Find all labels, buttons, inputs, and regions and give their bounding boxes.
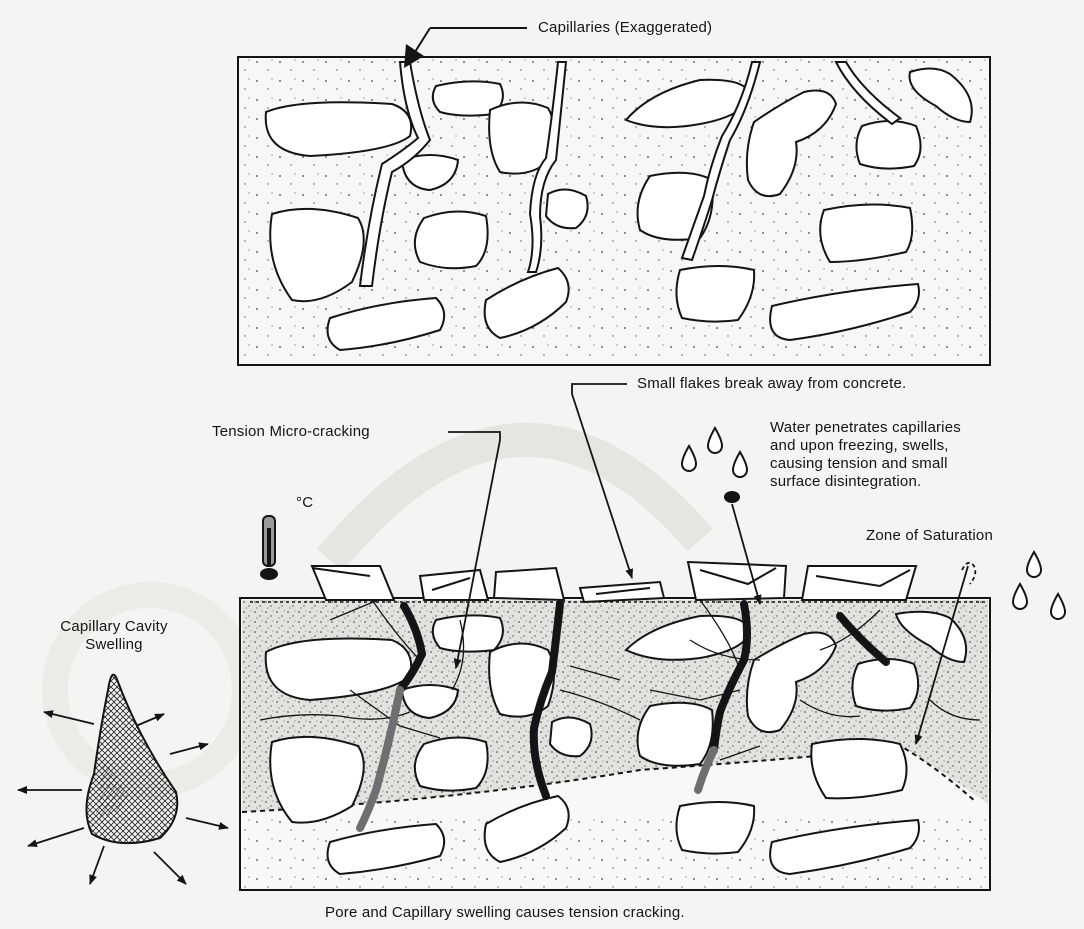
small-flakes-label: Small flakes break away from concrete. (637, 375, 906, 393)
water-penetrates-line-2: and upon freezing, swells, (770, 437, 961, 455)
water-penetrates-label: Water penetrates capillaries and upon fr… (770, 419, 961, 491)
capillaries-label: Capillaries (Exaggerated) (538, 19, 712, 37)
water-penetrates-line-3: causing tension and small (770, 455, 961, 473)
concrete-panel-top (238, 57, 990, 365)
swelling-cavity-shape (86, 675, 177, 844)
degrees-label: °C (296, 494, 313, 512)
water-penetrates-line-1: Water penetrates capillaries (770, 419, 961, 437)
water-drop-solid (724, 491, 740, 503)
water-penetrates-line-4: surface disintegration. (770, 473, 961, 491)
concrete-panel-bottom (240, 598, 990, 890)
caption: Pore and Capillary swelling causes tensi… (325, 904, 685, 922)
thermometer-icon (260, 516, 278, 580)
capillary-cavity-line-2: Swelling (24, 636, 204, 654)
surface-flakes (312, 562, 916, 602)
capillary-cavity-swelling-label: Capillary Cavity Swelling (24, 618, 204, 654)
capillary-cavity-line-1: Capillary Cavity (24, 618, 204, 636)
zone-of-saturation-label: Zone of Saturation (866, 527, 993, 545)
tension-microcracking-label: Tension Micro-cracking (212, 423, 370, 441)
